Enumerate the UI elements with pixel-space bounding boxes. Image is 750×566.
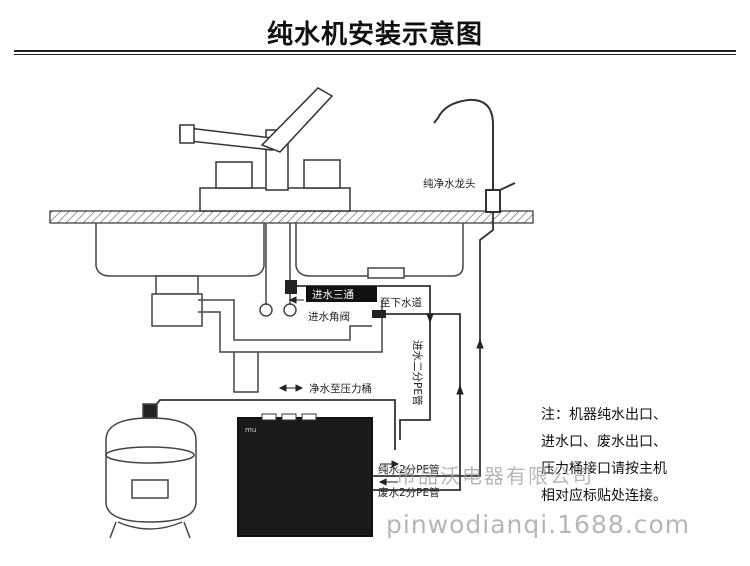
note-line-3: 压力桶接口请按主机 [541, 461, 667, 477]
watermark-company: 市品沃电器有限公司 [396, 464, 594, 488]
drain-pipe [151, 275, 383, 393]
ro-machine: mu [237, 413, 373, 537]
waste-pe-pipe [372, 313, 461, 491]
watermark-url: pinwodianqi.1688.com [386, 510, 691, 539]
supply-lines [259, 223, 297, 317]
label-pure-pipe: 纯水2分PE管 [378, 463, 440, 476]
inlet-tee-fitting [285, 280, 297, 294]
svg-text:mu: mu [245, 426, 256, 434]
pressure-tank [105, 403, 197, 539]
drain-outlet-base [367, 267, 405, 279]
title-rule-thin [14, 54, 736, 55]
installation-note: 注：机器纯水出口、 进水口、废水出口、 压力桶接口请按主机 相对应标贴处连接。 [541, 402, 667, 510]
label-angle-valve: 进水角阀 [308, 310, 350, 323]
pure-water-faucet [433, 98, 516, 213]
main-faucet [179, 87, 351, 212]
label-waste-pipe: 废水2分PE管 [378, 486, 440, 499]
inlet-tee-label-bg [306, 286, 377, 302]
label-inlet-tee: 进水三通 [312, 289, 354, 301]
counter-top [49, 210, 534, 224]
label-drain: 至下水道 [380, 296, 422, 309]
sink-basin [95, 223, 265, 277]
page-title: 纯水机安装示意图 [266, 20, 483, 50]
drain-saddle [372, 310, 386, 318]
note-line-1: 注：机器纯水出口、 [541, 407, 667, 423]
flow-arrows [278, 296, 484, 486]
title-rule [14, 50, 736, 52]
note-line-2: 进水口、废水出口、 [541, 434, 667, 450]
pure-pe-pipe [372, 212, 494, 477]
label-tank: 净水至压力桶 [309, 382, 372, 395]
inlet-pe-pipe [297, 285, 431, 440]
note-line-4: 相对应标贴处连接。 [541, 488, 667, 504]
label-faucet: 纯净水龙头 [423, 177, 476, 190]
label-inlet-pipe: 进水二分PE管 [411, 340, 424, 405]
